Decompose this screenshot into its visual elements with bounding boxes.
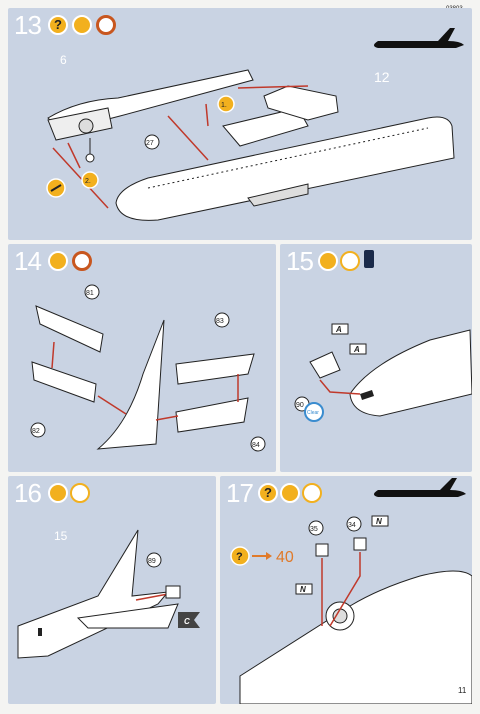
step-number: 17 [226, 478, 254, 508]
step-17-panel: 17 ? ? 40 35 34 N N [220, 476, 472, 704]
callout-34: 34 [348, 522, 356, 529]
step-14-illustration: 81 82 83 84 [30, 284, 266, 452]
label-a-1: A [335, 325, 342, 334]
step-17-illustration: ? 40 35 34 N N [230, 478, 472, 704]
callout-12: 12 [374, 69, 390, 85]
callout-27: 27 [146, 140, 154, 147]
callout-82: 82 [32, 428, 40, 435]
glue-icon [280, 483, 300, 503]
glue-icon [318, 251, 338, 271]
glue-icon [48, 251, 68, 271]
step-15-illustration: A A 90 Clear [294, 250, 472, 422]
callout-35: 35 [310, 526, 318, 533]
label-a-2: A [353, 345, 360, 354]
aircraft-silhouette-icon [374, 490, 466, 497]
step-number: 15 [286, 246, 314, 276]
label-c: C [184, 617, 190, 626]
substep-2: 2. [85, 178, 91, 185]
label-n-2: N [376, 517, 382, 526]
step-14-panel: 14 81 82 83 84 [8, 244, 276, 472]
step-number: 13 [14, 10, 42, 40]
clear-label: Clear [307, 410, 319, 416]
paint-icon [302, 483, 322, 503]
svg-text:?: ? [236, 551, 243, 563]
paint-icon [340, 251, 360, 271]
glue-icon [48, 483, 68, 503]
callout-83: 83 [216, 318, 224, 325]
substep-1: 1. [221, 102, 227, 109]
callout-84: 84 [252, 442, 260, 449]
goto-step: 40 [276, 549, 294, 566]
step-13-illustration: 6 12 27 1. 2. [46, 28, 464, 221]
step-number: 16 [14, 478, 42, 508]
step-number: 14 [14, 246, 42, 276]
question-icon: ? [258, 483, 278, 503]
glue-icon [72, 15, 92, 35]
step-16-panel: 16 89 15 C [8, 476, 216, 704]
step-15-panel: 15 A A 90 Clear [280, 244, 472, 472]
question-icon: ? [48, 15, 68, 35]
callout-81: 81 [86, 290, 94, 297]
paint-icon [70, 483, 90, 503]
aircraft-silhouette-icon [374, 41, 464, 48]
clock-icon [72, 251, 92, 271]
label-n-1: N [300, 585, 306, 594]
clock-icon [96, 15, 116, 35]
step-16-illustration: 89 15 C [17, 529, 200, 659]
callout-90: 90 [296, 402, 304, 409]
callout-6: 6 [60, 53, 67, 67]
step-13-panel: 13 ? 6 12 27 1. 2. [8, 8, 472, 240]
callout-89: 89 [148, 558, 156, 565]
page-number: 11 [458, 686, 467, 695]
callout-15: 15 [54, 529, 68, 543]
